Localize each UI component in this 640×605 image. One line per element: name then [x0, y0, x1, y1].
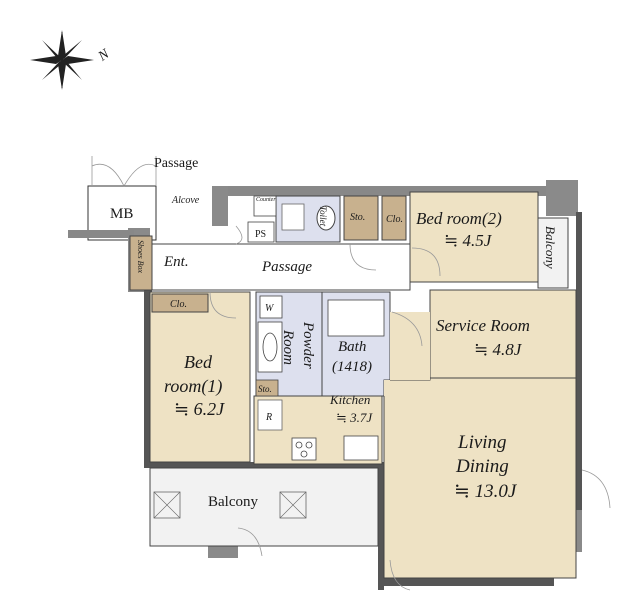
washer-box [259, 295, 283, 319]
balcony-hatch-right [279, 491, 307, 519]
toilet-icon [316, 205, 336, 231]
compass-north-label: N [95, 47, 113, 66]
counter-label: Counter [256, 197, 276, 203]
balcony-bottom-label: Balcony [208, 494, 258, 510]
ps-box [247, 221, 275, 243]
bed-room-1-line2: room(1) [164, 376, 222, 397]
clo-left-label: Clo. [170, 299, 187, 310]
bathtub-icon [327, 299, 385, 337]
balcony-hatch-left [153, 491, 181, 519]
passage-top-label: Passage [154, 156, 198, 171]
shoes-box-label: Shoes Box [136, 240, 145, 274]
living-label-1: Living [457, 432, 507, 453]
living-dining[interactable] [383, 377, 577, 579]
powder-label-2: Room [280, 329, 296, 365]
closet-top[interactable] [381, 195, 407, 241]
bed-room-1-line1: Bed [184, 352, 213, 372]
kitchen-name: Kitchen [329, 392, 370, 407]
bed-room-1[interactable] [149, 291, 251, 463]
alcove-label: Alcove [171, 195, 200, 206]
ent-label: Ent. [163, 254, 189, 270]
service-room-name: Service Room [436, 316, 530, 335]
bath-label-2: (1418) [332, 359, 372, 375]
service-room-size: ≒ 4.8J [474, 340, 523, 359]
kitchen-sink-icon [343, 435, 379, 461]
toilet-label: Toilet [318, 206, 328, 227]
living-size: ≒ 13.0J [454, 481, 518, 502]
compass-rose-icon [30, 30, 94, 90]
sto-small-label: Sto. [258, 384, 272, 394]
mb-door [91, 156, 157, 187]
bed-room-2-name: Bed room(2) [416, 209, 502, 228]
bed-room-2[interactable] [409, 191, 539, 283]
sink-icon [262, 332, 278, 362]
bath-label-1: Bath [338, 339, 366, 355]
bed-room-1-size: ≒ 6.2J [174, 399, 225, 419]
stove-icon [291, 437, 317, 461]
passage-mid-label: Passage [261, 259, 312, 275]
balcony-right[interactable] [537, 217, 569, 289]
door-swings [209, 225, 611, 591]
bed-room-2-size: ≒ 4.5J [444, 231, 493, 250]
ps-label: PS [255, 229, 266, 240]
kitchen-size: ≒ 3.7J [336, 410, 373, 425]
mb-label: MB [110, 206, 133, 222]
storage-top[interactable] [343, 195, 379, 241]
balcony-bottom[interactable] [149, 467, 379, 547]
closet-left[interactable] [151, 293, 209, 313]
refrigerator-box [257, 399, 283, 431]
storage-small[interactable] [255, 379, 279, 397]
clo-top-label: Clo. [386, 214, 403, 225]
counter-box [253, 195, 277, 217]
sto-top-label: Sto. [350, 212, 365, 223]
balcony-right-label: Balcony [543, 226, 558, 269]
toilet-tank-icon [281, 203, 305, 231]
w-label: W [265, 303, 275, 314]
passage-area[interactable] [149, 243, 411, 291]
shoes-box[interactable] [129, 235, 153, 291]
r-label: R [265, 412, 272, 423]
living-label-2: Dining [455, 456, 509, 477]
powder-label-1: Powder [300, 321, 316, 369]
